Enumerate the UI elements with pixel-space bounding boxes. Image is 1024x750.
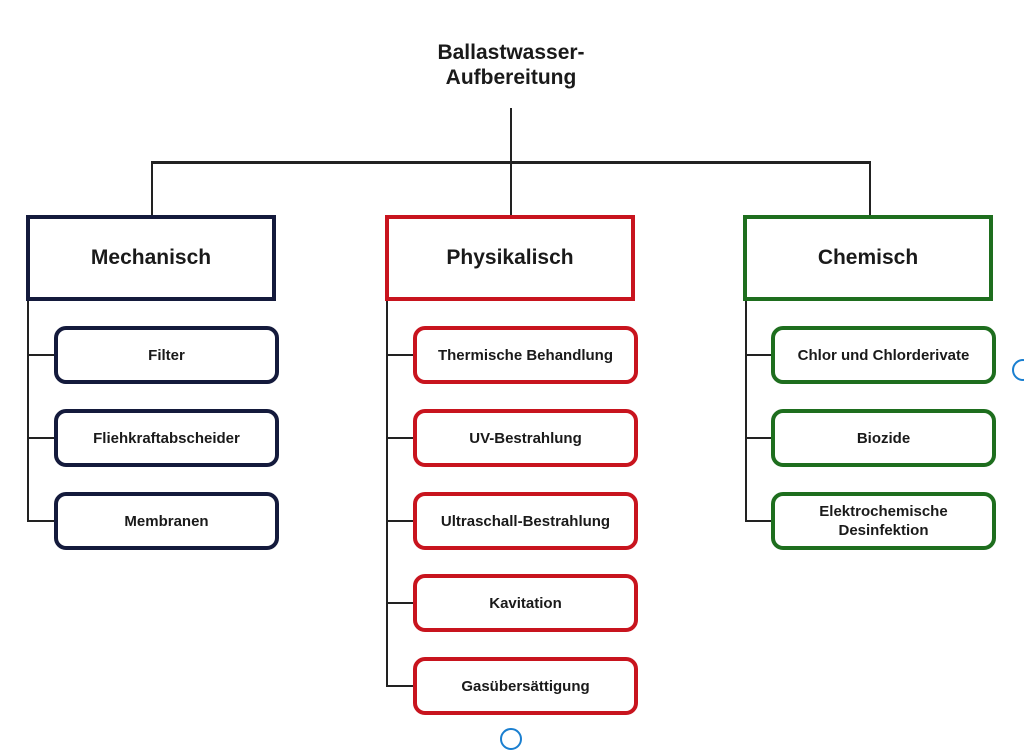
- leaf-biozide: Biozide: [771, 409, 996, 467]
- branch-line-mechanisch: [27, 299, 29, 521]
- leaf-label: Filter: [148, 346, 185, 364]
- root-node: Ballastwasser- Aufbereitung: [385, 22, 637, 108]
- leaf-label-line1: Elektrochemische: [819, 503, 948, 520]
- leaf-label: UV-Bestrahlung: [469, 429, 582, 447]
- resize-handle-bottom[interactable]: [500, 728, 522, 750]
- leaf-label: Kavitation: [489, 594, 562, 612]
- category-chemisch: Chemisch: [743, 215, 993, 301]
- tick: [386, 437, 414, 439]
- leaf-label-line2: Desinfektion: [838, 522, 929, 539]
- tick: [745, 437, 773, 439]
- category-label: Physikalisch: [446, 246, 574, 269]
- leaf-uv-bestrahlung: UV-Bestrahlung: [413, 409, 638, 467]
- leaf-thermische-behandlung: Thermische Behandlung: [413, 326, 638, 384]
- connector-mechanisch: [151, 161, 153, 217]
- tick: [386, 685, 414, 687]
- category-physikalisch: Physikalisch: [385, 215, 635, 301]
- leaf-label: Fliehkraftabscheider: [93, 429, 240, 447]
- leaf-label: Gasübersättigung: [461, 677, 590, 695]
- leaf-filter: Filter: [54, 326, 279, 384]
- leaf-kavitation: Kavitation: [413, 574, 638, 632]
- tick: [386, 520, 414, 522]
- connector-chemisch: [869, 161, 871, 217]
- leaf-label: Thermische Behandlung: [437, 346, 614, 364]
- category-mechanisch: Mechanisch: [26, 215, 276, 301]
- leaf-elektrochemische-desinfektion: Elektrochemische Desinfektion: [771, 492, 996, 550]
- tick: [27, 354, 55, 356]
- root-title-line2: Aufbereitung: [445, 66, 577, 89]
- leaf-chlor: Chlor und Chlorderivate: [771, 326, 996, 384]
- tick: [27, 437, 55, 439]
- leaf-membranen: Membranen: [54, 492, 279, 550]
- root-connector: [510, 108, 512, 163]
- tick: [27, 520, 55, 522]
- tick: [386, 602, 414, 604]
- branch-line-chemisch: [745, 299, 747, 521]
- tick: [386, 354, 414, 356]
- connector-physikalisch: [510, 161, 512, 217]
- leaf-label: Biozide: [856, 429, 911, 447]
- leaf-label: Ultraschall-Bestrahlung: [440, 512, 611, 530]
- category-label: Chemisch: [817, 246, 919, 269]
- leaf-label: Chlor und Chlorderivate: [797, 346, 970, 364]
- leaf-fliehkraftabscheider: Fliehkraftabscheider: [54, 409, 279, 467]
- category-label: Mechanisch: [90, 246, 212, 269]
- tick: [745, 354, 773, 356]
- tick: [745, 520, 773, 522]
- leaf-ultraschall-bestrahlung: Ultraschall-Bestrahlung: [413, 492, 638, 550]
- root-title-line1: Ballastwasser-: [437, 41, 585, 64]
- leaf-label: Membranen: [124, 512, 209, 530]
- branch-line-physikalisch: [386, 299, 388, 686]
- resize-handle-right[interactable]: [1012, 359, 1024, 381]
- leaf-gasuebersaettigung: Gasübersättigung: [413, 657, 638, 715]
